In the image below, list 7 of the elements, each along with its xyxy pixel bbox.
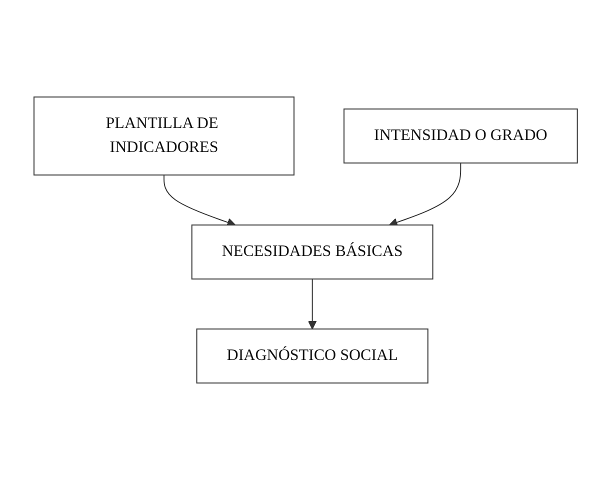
arrow [389,162,462,227]
arrow [164,174,236,227]
node-box: INTENSIDAD O GRADO [344,108,578,164]
node-box: NECESIDADES BÁSICAS [192,224,434,280]
node-box: DIAGNÓSTICO SOCIAL [196,328,429,384]
node-box: PLANTILLA DE INDICADORES [34,96,295,176]
arrow [308,278,318,330]
